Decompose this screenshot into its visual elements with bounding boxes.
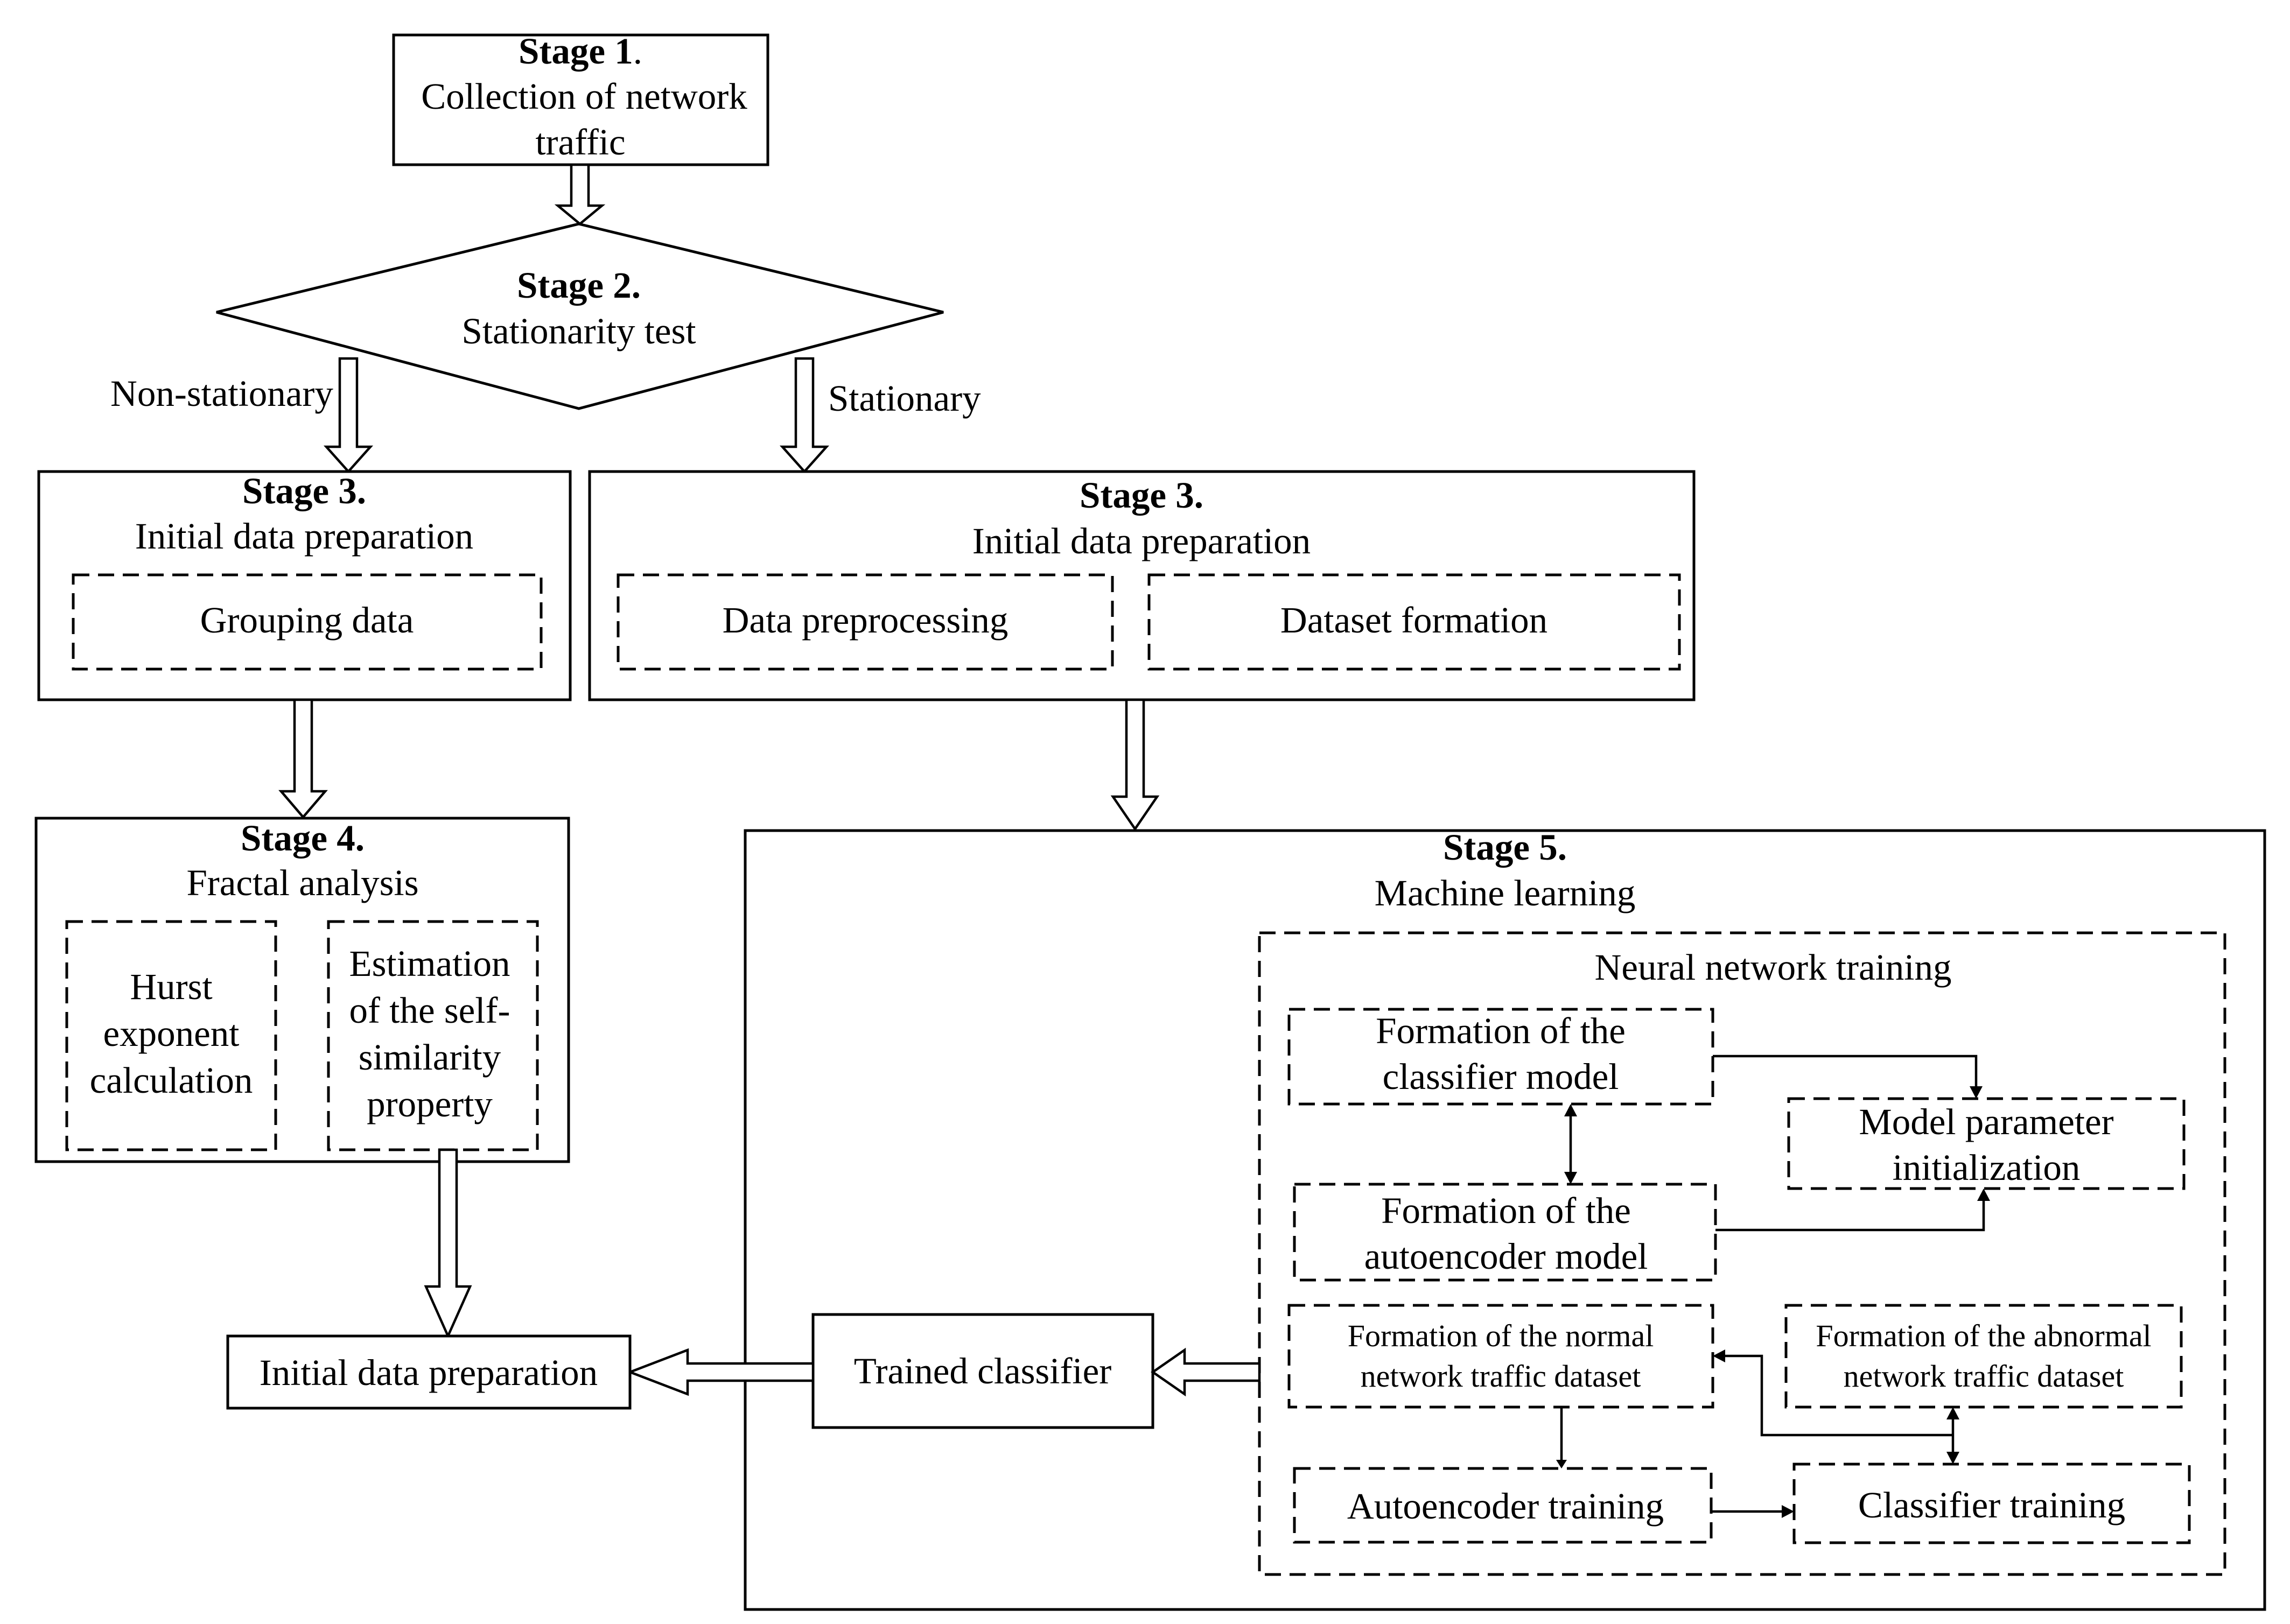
abnormal-dataset-line2: network traffic dataset: [1844, 1359, 2124, 1394]
branch-label-stationary: Stationary: [828, 378, 981, 419]
dataset-formation-label: Dataset formation: [1280, 600, 1547, 641]
stage2-decision: Stage 2. Stationarity test: [216, 222, 944, 410]
hurst-line1: Hurst: [130, 966, 212, 1007]
autoencoder-model-box: Formation of the autoencoder model: [1293, 1183, 1717, 1282]
branch-label-non-stationary: Non-stationary: [110, 373, 333, 414]
stage1-title-suffix: .: [633, 31, 642, 72]
autoencoder-model-line2: autoencoder model: [1364, 1236, 1648, 1277]
connector-autoencoder-training-to-classifier-training: [1711, 1505, 1794, 1518]
nn-training-label: Neural network training: [1595, 947, 1952, 988]
classifier-model-line2: classifier model: [1383, 1056, 1619, 1097]
stage3-right-box: Stage 3. Initial data preparation Data p…: [588, 470, 1696, 701]
hurst-line3: calculation: [90, 1060, 253, 1101]
stage4-subtitle: Fractal analysis: [186, 862, 418, 903]
hurst-exponent-box: Hurst exponent calculation: [65, 920, 277, 1151]
final-initial-data-preparation-box: Initial data preparation: [226, 1334, 632, 1410]
dataset-formation-box: Dataset formation: [1147, 573, 1681, 671]
arrow-trained-classifier-to-final: [626, 1348, 815, 1396]
arrow-stage1-to-stage2: [554, 163, 606, 226]
stage3-right-title: Stage 3.: [1080, 475, 1203, 516]
model-param-line1: Model parameter: [1859, 1101, 2113, 1142]
normal-dataset-line2: network traffic dataset: [1361, 1359, 1641, 1394]
stage3-left-subtitle: Initial data preparation: [135, 516, 473, 557]
stage1-line1: Collection of network: [421, 76, 747, 117]
model-parameter-box: Model parameter initialization: [1787, 1097, 2186, 1190]
stage1-title: Stage 1: [519, 31, 633, 72]
autoencoder-training-box: Autoencoder training: [1293, 1467, 1713, 1544]
selfsim-line3: similarity: [359, 1037, 501, 1078]
classifier-training-box: Classifier training: [1792, 1463, 2191, 1544]
data-preprocessing-label: Data preprocessing: [723, 600, 1009, 641]
classifier-model-line1: Formation of the: [1376, 1010, 1626, 1051]
stage4-box: Stage 4. Fractal analysis Hurst exponent…: [34, 817, 570, 1163]
trained-classifier-label: Trained classifier: [854, 1351, 1111, 1391]
arrow-stage2-to-stage3-right: [779, 357, 830, 474]
abnormal-dataset-line1: Formation of the abnormal: [1816, 1318, 2151, 1353]
connector-normal-to-autoencoder-training: [1556, 1407, 1567, 1468]
self-similarity-box: Estimation of the self- similarity prope…: [327, 920, 539, 1151]
arrow-training-to-trained-classifier: [1151, 1347, 1261, 1397]
data-preprocessing-box: Data preprocessing: [617, 573, 1114, 671]
autoencoder-training-label: Autoencoder training: [1347, 1486, 1664, 1527]
autoencoder-model-line1: Formation of the: [1381, 1190, 1631, 1231]
hurst-line2: exponent: [103, 1013, 240, 1054]
final-box-label: Initial data preparation: [260, 1352, 598, 1393]
selfsim-line4: property: [367, 1084, 493, 1124]
arrow-stage4-to-final: [424, 1148, 472, 1339]
arrow-stage2-to-stage3-left: [323, 357, 374, 474]
stage2-subtitle: Stationarity test: [461, 311, 696, 351]
neural-network-training-box: Neural network training Formation of the…: [1258, 931, 2226, 1576]
svg-text:Stage 1.: Stage 1.: [519, 31, 642, 72]
abnormal-dataset-box: Formation of the abnormal network traffi…: [1784, 1304, 2183, 1409]
stage3-left-title: Stage 3.: [242, 470, 366, 511]
classifier-training-label: Classifier training: [1858, 1485, 2125, 1525]
normal-dataset-box: Formation of the normal network traffic …: [1287, 1304, 1714, 1409]
connector-classifier-autoencoder-bidirectional: [1564, 1104, 1577, 1184]
stage2-title: Stage 2.: [517, 265, 641, 306]
stage5-box: Stage 5. Machine learning Neural network…: [744, 827, 2266, 1611]
selfsim-line1: Estimation: [349, 943, 510, 984]
stage5-subtitle: Machine learning: [1375, 873, 1636, 913]
stage3-left-box: Stage 3. Initial data preparation Groupi…: [37, 470, 572, 701]
model-param-line2: initialization: [1893, 1147, 2081, 1188]
trained-classifier-box: Trained classifier: [811, 1313, 1154, 1429]
connector-autoencoder-to-param: [1715, 1189, 1990, 1232]
normal-dataset-line1: Formation of the normal: [1348, 1318, 1654, 1353]
stage4-title: Stage 4.: [241, 818, 365, 859]
arrow-stage3-to-stage5: [1110, 698, 1160, 831]
connector-classifier-to-param: [1713, 1054, 1983, 1099]
selfsim-line2: of the self-: [349, 990, 510, 1031]
stage3-right-subtitle: Initial data preparation: [972, 521, 1311, 561]
stage1-box: Stage 1. Collection of network traffic: [392, 31, 769, 166]
stage1-line2: traffic: [535, 122, 625, 163]
connector-to-normal-dataset: [1713, 1349, 1953, 1437]
arrow-stage3-to-stage4: [278, 698, 328, 819]
grouping-data-label: Grouping data: [200, 600, 414, 641]
stage5-title: Stage 5.: [1443, 827, 1567, 868]
grouping-data-box: Grouping data: [72, 573, 543, 671]
